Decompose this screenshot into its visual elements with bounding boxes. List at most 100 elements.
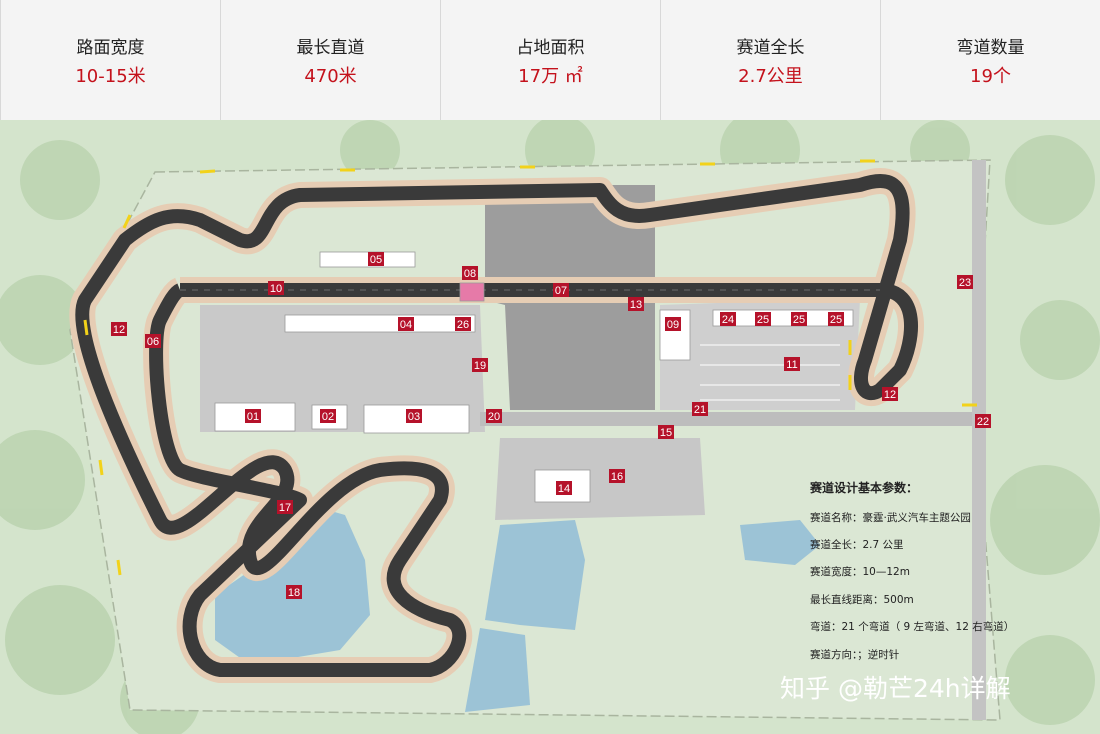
map-marker-label: 14 — [558, 483, 570, 495]
stat-area: 占地面积 17万 ㎡ — [441, 0, 661, 120]
map-marker: 03 — [406, 409, 422, 423]
map-marker-label: 08 — [464, 268, 476, 280]
map-marker-label: 11 — [786, 359, 797, 371]
map-marker-label: 01 — [247, 411, 259, 423]
map-marker: 15 — [658, 425, 674, 439]
map-marker-box — [462, 266, 478, 280]
map-marker-label: 20 — [488, 411, 500, 423]
map-marker-label: 25 — [830, 314, 842, 326]
map-marker-box — [286, 585, 302, 599]
map-marker: 16 — [609, 469, 625, 483]
spec-title: 赛道设计基本参数： — [809, 480, 918, 495]
lake-east — [740, 520, 820, 565]
spec-line: 赛道全长：2.7 公里 — [810, 538, 904, 551]
stat-value: 2.7公里 — [738, 65, 803, 87]
race-track — [75, 173, 919, 677]
spec-line: 赛道宽度：10—12m — [810, 565, 910, 578]
map-marker-label: 06 — [147, 336, 159, 348]
map-marker: 25 — [791, 312, 807, 326]
map-marker-box — [828, 312, 844, 326]
lake-center — [485, 520, 585, 630]
buildings — [214, 251, 854, 503]
map-marker-label: 16 — [611, 471, 623, 483]
watermark: 知乎 @勒芒24h详解 — [780, 674, 1011, 703]
map-marker: 08 — [462, 266, 478, 280]
map-marker-box — [486, 409, 502, 423]
map-marker: 14 — [556, 481, 572, 495]
map-marker: 23 — [957, 275, 973, 289]
map-marker-label: 17 — [279, 502, 291, 514]
stat-value: 17万 ㎡ — [518, 65, 583, 87]
map-marker-label: 24 — [722, 314, 734, 326]
map-marker-label: 26 — [457, 319, 469, 331]
map-marker-label: 21 — [694, 404, 706, 416]
map-marker-box — [406, 409, 422, 423]
stat-label: 路面宽度 — [76, 37, 145, 58]
map-marker-box — [368, 252, 384, 266]
spec-line: 最长直线距离：500m — [810, 593, 914, 606]
map-marker: 22 — [975, 414, 991, 428]
access-road — [480, 412, 980, 426]
map-marker-box — [398, 317, 414, 331]
stats-bar: 路面宽度 10-15米 最长直道 470米 占地面积 17万 ㎡ 赛道全长 2.… — [0, 0, 1100, 121]
map-marker: 25 — [755, 312, 771, 326]
map-marker: 12 — [882, 387, 898, 401]
map-marker-box — [320, 409, 336, 423]
map-marker-box — [277, 500, 293, 514]
map-marker: 18 — [286, 585, 302, 599]
map-marker-box — [111, 322, 127, 336]
map-marker: 26 — [455, 317, 471, 331]
map-marker: 21 — [692, 402, 708, 416]
map-marker: 17 — [277, 500, 293, 514]
map-marker: 05 — [368, 252, 384, 266]
stat-label: 最长直道 — [296, 37, 365, 58]
map-marker-label: 03 — [408, 411, 420, 423]
map-marker-box — [472, 358, 488, 372]
map-marker-label: 10 — [270, 283, 282, 295]
stat-value: 19个 — [970, 65, 1011, 87]
map-marker-box — [975, 414, 991, 428]
map-marker-label: 19 — [474, 360, 486, 372]
map-marker-label: 09 — [667, 319, 679, 331]
map-marker-box — [245, 409, 261, 423]
spec-line: 赛道方向：；逆时针 — [810, 648, 899, 661]
map-marker-box — [755, 312, 771, 326]
map-marker-box — [882, 387, 898, 401]
paved-area-paddock — [200, 305, 485, 432]
stat-value: 10-15米 — [75, 65, 146, 87]
map-marker-label: 07 — [555, 285, 567, 297]
map-marker-label: 12 — [113, 324, 125, 336]
map-marker-box — [556, 481, 572, 495]
map-marker-box — [957, 275, 973, 289]
stat-label: 占地面积 — [516, 37, 585, 58]
map-marker: 07 — [553, 283, 569, 297]
paved-area-plaza — [495, 438, 705, 520]
spec-line: 赛道名称：豪霆·武义汽车主题公园 — [810, 511, 971, 524]
map-marker: 10 — [268, 281, 284, 295]
map-marker: 19 — [472, 358, 488, 372]
stat-road-width: 路面宽度 10-15米 — [0, 0, 221, 120]
map-marker-box — [791, 312, 807, 326]
map-marker-label: 22 — [977, 416, 989, 428]
stat-label: 赛道全长 — [736, 37, 805, 58]
map-marker-label: 04 — [400, 319, 412, 331]
map-marker-label: 25 — [757, 314, 769, 326]
stat-longest-straight: 最长直道 470米 — [221, 0, 441, 120]
map-marker-box — [658, 425, 674, 439]
map-marker: 02 — [320, 409, 336, 423]
stat-label: 弯道数量 — [956, 37, 1025, 58]
map-marker-box — [628, 297, 644, 311]
map-marker-box — [720, 312, 736, 326]
map-marker-label: 12 — [884, 389, 896, 401]
map-marker-box — [609, 469, 625, 483]
map-marker-label: 25 — [793, 314, 805, 326]
map-marker: 09 — [665, 317, 681, 331]
spec-line: 弯道：21 个弯道（ 9 左弯道、12 右弯道） — [810, 620, 1014, 633]
map-marker-label: 05 — [370, 254, 382, 266]
map-marker: 24 — [720, 312, 736, 326]
map-marker-label: 15 — [660, 427, 672, 439]
map-marker: 20 — [486, 409, 502, 423]
map-marker: 04 — [398, 317, 414, 331]
map-marker: 12 — [111, 322, 127, 336]
